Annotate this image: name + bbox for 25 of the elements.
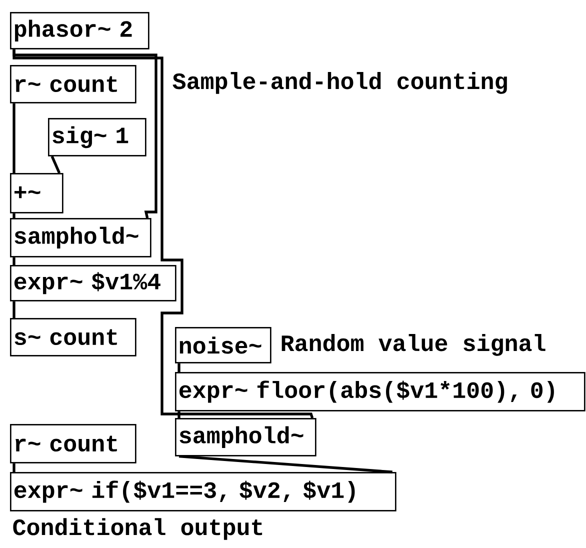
patch-cord xyxy=(50,156,61,174)
object-box: sig~ 1 xyxy=(48,118,146,156)
patch-cord xyxy=(178,455,392,474)
object-box: expr~ floor(abs($v1*100), 0) xyxy=(175,372,586,412)
patch-cord xyxy=(12,213,16,218)
object-box: expr~ if($v1==3, $v2, $v1) xyxy=(10,472,396,512)
patch-cord xyxy=(178,411,180,418)
comment-text: Sample-and-hold counting xyxy=(172,72,507,94)
patch-cord xyxy=(12,463,16,472)
patch-cord xyxy=(12,49,314,419)
patch-cord xyxy=(178,363,180,372)
patch-cord xyxy=(12,301,16,318)
patch-cord xyxy=(12,103,16,173)
object-box: r~ count xyxy=(10,65,136,104)
object-box: +~ xyxy=(10,173,64,214)
object-box: s~ count xyxy=(10,318,136,356)
comment-text: Random value signal xyxy=(282,334,546,356)
object-box: phasor~ 2 xyxy=(10,12,150,50)
comment-text: Conditional output xyxy=(13,518,262,540)
object-box: noise~ xyxy=(175,326,272,364)
object-box: r~ count xyxy=(10,424,136,464)
patch-cord xyxy=(12,257,16,265)
object-box: expr~ $v1%4 xyxy=(10,265,176,302)
object-box: samphold~ xyxy=(175,418,316,456)
object-box: samphold~ xyxy=(10,218,152,258)
